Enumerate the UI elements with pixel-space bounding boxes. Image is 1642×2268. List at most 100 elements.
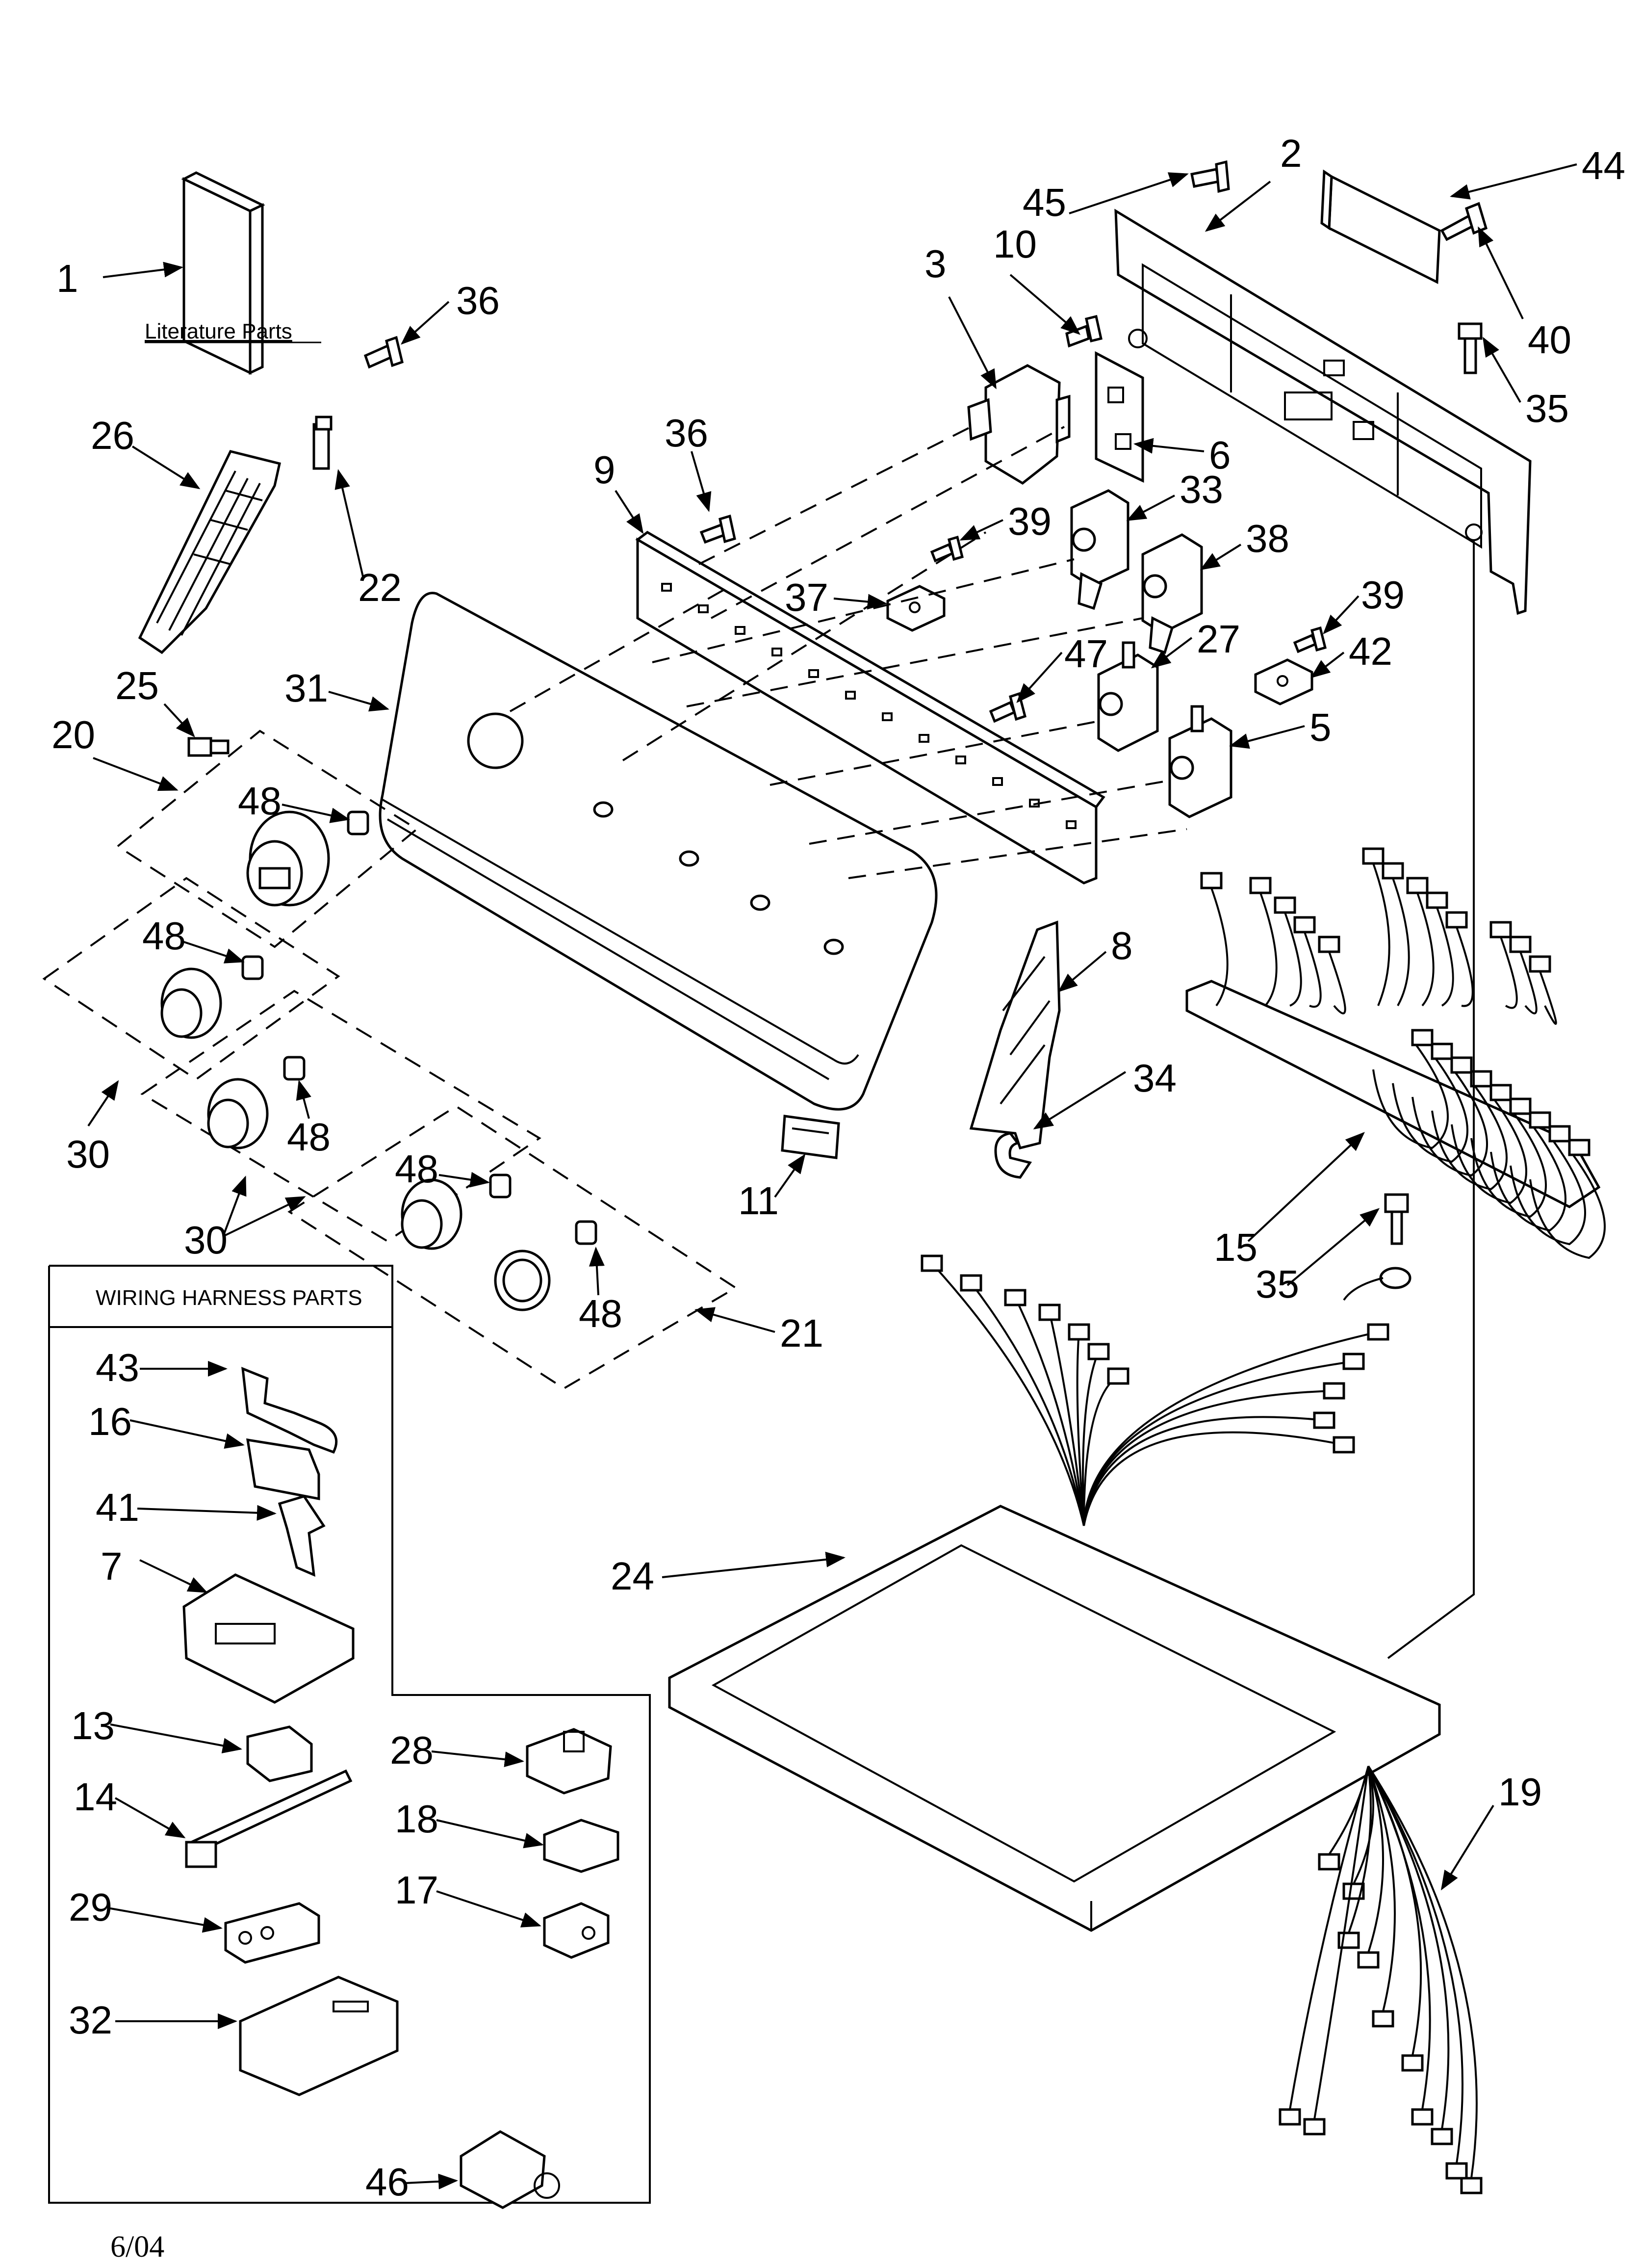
leader-35	[223, 1196, 306, 1237]
wire-43	[1367, 1766, 1450, 2130]
callout-c29: 29	[69, 1885, 112, 1929]
leader-51	[110, 1907, 223, 1933]
wire-16	[1431, 1080, 1508, 1191]
leader-41	[129, 1419, 245, 1449]
leader-53	[404, 2173, 458, 2190]
part-6-connector	[1095, 351, 1144, 483]
terminal-plug-4	[1318, 936, 1340, 953]
terminal-plug-8	[1426, 891, 1448, 909]
leader-27	[183, 941, 245, 964]
screw-39-a	[930, 535, 964, 563]
terminal-plug-39	[1401, 2054, 1424, 2072]
screw-35-lower	[1343, 1193, 1411, 1301]
wire-18	[1470, 1108, 1547, 1218]
wire-30	[1083, 1360, 1354, 1526]
callout-c33: 33	[1180, 468, 1223, 511]
group-30-outline-b	[140, 990, 541, 1243]
screw-45	[1190, 160, 1230, 193]
part-46-connector	[460, 2130, 560, 2209]
leader-34	[222, 1175, 247, 1237]
knob-20	[246, 810, 330, 907]
bracket-hole-3	[771, 648, 782, 656]
alignment-line-1	[711, 426, 1065, 619]
leader-44	[662, 1551, 846, 1578]
leader-33	[774, 1153, 806, 1198]
callout-c22: 22	[358, 566, 402, 609]
group-20-outline	[116, 730, 419, 948]
callout-c13: 13	[71, 1704, 115, 1747]
callout-c34: 34	[1133, 1056, 1177, 1100]
terminal-plug-24	[1004, 1289, 1026, 1306]
wire-10	[1500, 937, 1518, 1009]
leader-15	[959, 519, 1003, 541]
callout-c5: 5	[1309, 705, 1332, 749]
wire-33	[1083, 1431, 1344, 1526]
clip-48-a	[347, 810, 369, 835]
callout-c25: 25	[115, 664, 159, 707]
part-8-end-cap	[969, 920, 1061, 1149]
leader-46	[431, 1750, 524, 1768]
leader-43	[139, 1559, 208, 1593]
callout-c36a: 36	[456, 279, 500, 322]
screw-40	[1440, 202, 1488, 241]
screw-39-b	[1293, 626, 1327, 653]
wire-25	[1049, 1312, 1085, 1526]
terminal-plug-37	[1357, 1951, 1380, 1969]
callout-c8: 8	[1111, 924, 1133, 967]
terminal-plug-2	[1274, 896, 1296, 914]
wire-35	[1353, 1766, 1374, 1884]
terminal-plug-43	[1431, 2128, 1453, 2145]
leader-18	[1323, 595, 1360, 634]
wire-42	[1367, 1766, 1431, 2110]
callout-c41: 41	[96, 1486, 139, 1529]
wire-41	[1313, 1766, 1369, 2120]
callout-c1: 1	[56, 257, 78, 300]
part-37-cap	[886, 585, 946, 632]
callout-c35a: 35	[1525, 387, 1569, 430]
part-14-tie-strap	[185, 1769, 353, 1868]
knob-21	[494, 1250, 551, 1311]
terminal-plug-40	[1279, 2108, 1301, 2126]
terminal-plug-44	[1445, 2162, 1468, 2180]
wiring-harness-lines	[921, 847, 1606, 2194]
screw-36-b	[699, 514, 736, 544]
group-21-outline	[287, 1105, 738, 1390]
alignment-line-7	[510, 588, 726, 712]
terminal-plug-3	[1293, 916, 1316, 934]
terminal-plug-14	[1431, 1043, 1453, 1060]
wire-9	[1456, 927, 1474, 1007]
leader-48	[436, 1819, 544, 1849]
leader-3	[1009, 274, 1081, 335]
leader-9	[131, 445, 201, 490]
terminal-plug-0	[1200, 872, 1223, 889]
bracket-hole-7	[919, 734, 929, 743]
clip-48-b	[241, 955, 264, 980]
wiring-harness-title: WIRING HARNESS PARTS	[96, 1286, 362, 1310]
revision-date: 6/04	[110, 2230, 164, 2264]
bracket-hole-1	[698, 604, 709, 613]
wire-37	[1367, 1766, 1384, 1953]
wire-13	[1372, 1039, 1449, 1149]
wire-20	[1510, 1135, 1586, 1246]
terminal-plug-23	[960, 1274, 982, 1292]
terminal-plug-19	[1529, 1111, 1551, 1129]
wire-0	[1210, 887, 1229, 1007]
leader-11	[691, 451, 712, 512]
leader-38	[589, 1247, 605, 1296]
terminal-plug-15	[1450, 1056, 1473, 1074]
bracket-hole-8	[955, 756, 966, 764]
wire-24	[1014, 1297, 1085, 1526]
part-34-clip	[994, 1132, 1032, 1179]
callout-c36b: 36	[665, 411, 708, 455]
part-18-connector	[543, 1819, 619, 1873]
part-9-control-bracket	[635, 531, 1105, 885]
literature-parts-label: Literature Parts	[145, 319, 292, 343]
terminal-plug-30	[1342, 1353, 1365, 1370]
literature-book	[181, 171, 265, 375]
wire-27	[1082, 1351, 1100, 1526]
part-22-clip	[312, 416, 333, 470]
callout-c39a: 39	[1008, 499, 1052, 543]
leader-26	[282, 804, 350, 823]
callout-c10: 10	[993, 222, 1037, 266]
